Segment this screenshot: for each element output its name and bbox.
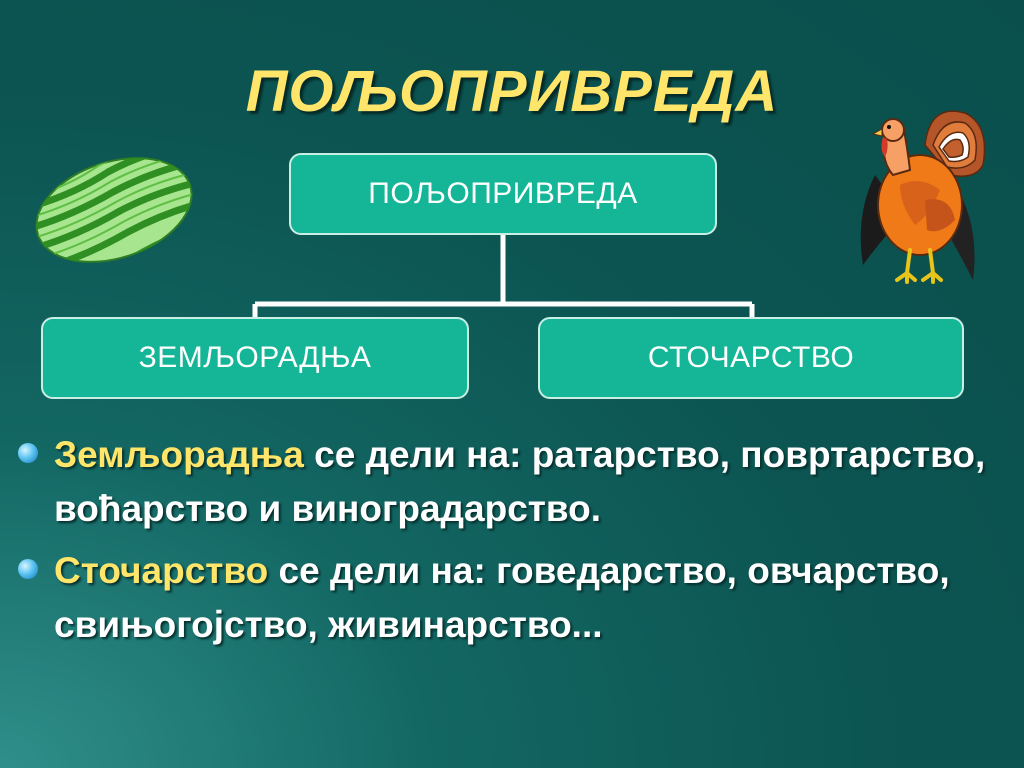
page-title: ПОЉОПРИВРЕДА: [245, 59, 779, 124]
bullet-list: Земљорадња се дели на: ратарство, поврта…: [14, 428, 1014, 660]
diagram-right-box: СТОЧАРСТВО: [538, 317, 964, 399]
bullet-text: се дели на: ратарство, повртарство, воћа…: [54, 434, 986, 529]
bullet-dot-icon: [18, 443, 38, 463]
bullet-item-1: Земљорадња се дели на: ратарство, поврта…: [14, 428, 1014, 536]
bullet-text: се дели на: говедарство, овчарство, свињ…: [54, 550, 950, 645]
turkey-icon: [860, 110, 986, 284]
diagram-left-box: ЗЕМЉОРАДЊА: [41, 317, 469, 399]
watermelon-icon: [28, 150, 200, 270]
bullet-term: Земљорадња: [54, 434, 304, 475]
bullet-item-2: Сточарство се дели на: говедарство, овча…: [14, 544, 1014, 652]
bullet-term: Сточарство: [54, 550, 269, 591]
bullet-dot-icon: [18, 559, 38, 579]
diagram-root-box: ПОЉОПРИВРЕДА: [289, 153, 717, 235]
